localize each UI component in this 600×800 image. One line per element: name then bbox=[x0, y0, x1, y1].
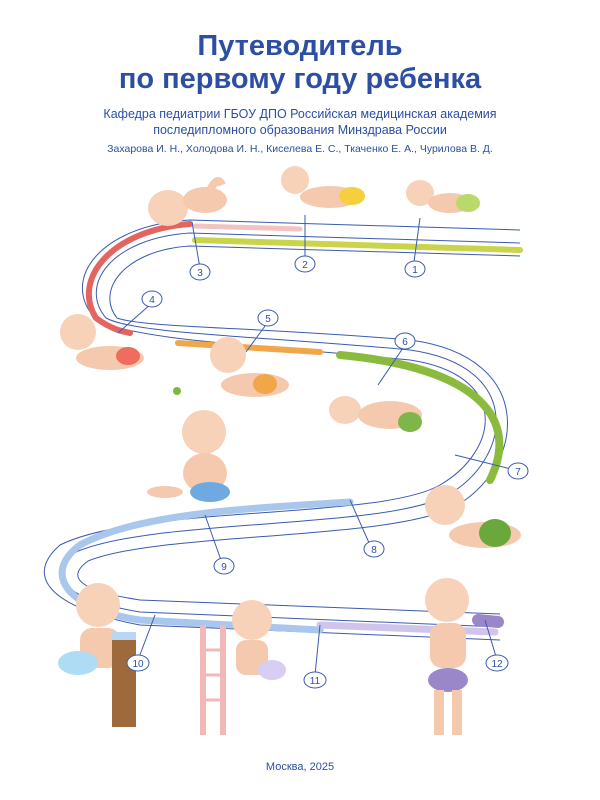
band-purple bbox=[316, 621, 499, 636]
title-line-2: по первому году ребенка bbox=[118, 63, 482, 95]
milestone-label-1: 1 bbox=[412, 265, 418, 276]
milestone-marker-8: 8 bbox=[363, 540, 385, 558]
milestone-marker-1: 1 bbox=[404, 260, 426, 278]
baby-tummy-red bbox=[60, 314, 144, 370]
baby-lying-back bbox=[148, 177, 227, 226]
baby-lying-green-2 bbox=[329, 396, 422, 432]
baby-tummy-yellow bbox=[281, 166, 365, 208]
band-red bbox=[85, 221, 193, 336]
baby-walking-ladder bbox=[200, 600, 286, 735]
milestone-label-10: 10 bbox=[132, 659, 144, 670]
milestone-label-12: 12 bbox=[491, 659, 503, 670]
page-title: Путеводитель по первому году ребенка bbox=[0, 30, 600, 96]
baby-standing-purple bbox=[425, 578, 469, 735]
footer-place-year: Москва, 2025 bbox=[265, 761, 335, 773]
milestone-marker-3: 3 bbox=[189, 263, 211, 281]
milestone-label-4: 4 bbox=[149, 295, 155, 306]
band-green bbox=[336, 351, 504, 484]
milestone-label-5: 5 bbox=[265, 314, 271, 325]
baby-crawling-green bbox=[425, 485, 521, 548]
milestone-label-6: 6 bbox=[402, 337, 408, 348]
milestone-label-8: 8 bbox=[371, 545, 377, 556]
milestone-label-2: 2 bbox=[302, 260, 308, 271]
milestone-marker-12: 12 bbox=[485, 654, 509, 672]
band-pink bbox=[192, 223, 303, 232]
milestone-marker-6: 6 bbox=[394, 332, 416, 350]
band-purple-end bbox=[472, 614, 504, 628]
age-bands bbox=[58, 221, 523, 636]
milestone-label-11: 11 bbox=[310, 676, 321, 687]
baby-standing-walker bbox=[58, 583, 136, 727]
band-yellow bbox=[192, 237, 523, 253]
subtitle-line-1: Кафедра педиатрии ГБОУ ДПО Российская ме… bbox=[103, 107, 497, 121]
milestone-label-7: 7 bbox=[515, 467, 521, 478]
milestone-marker-5: 5 bbox=[257, 309, 279, 327]
milestone-marker-10: 10 bbox=[126, 654, 150, 672]
title-line-1: Путеводитель bbox=[197, 30, 403, 62]
baby-lying-green bbox=[406, 180, 480, 213]
milestone-label-9: 9 bbox=[221, 562, 227, 573]
milestone-marker-2: 2 bbox=[294, 255, 316, 273]
milestone-marker-7: 7 bbox=[507, 462, 529, 480]
subtitle-line-2: последипломного образования Минздрава Ро… bbox=[153, 123, 447, 137]
milestone-marker-9: 9 bbox=[213, 557, 235, 575]
milestone-marker-4: 4 bbox=[141, 290, 163, 308]
road bbox=[43, 219, 521, 641]
baby-sitting-blue bbox=[147, 410, 230, 502]
subtitle: Кафедра педиатрии ГБОУ ДПО Российская ме… bbox=[0, 106, 600, 138]
milestone-label-3: 3 bbox=[197, 268, 203, 279]
baby-orange bbox=[173, 337, 289, 397]
milestone-connectors bbox=[117, 215, 516, 676]
milestone-marker-11: 11 bbox=[303, 671, 327, 689]
authors: Захарова И. Н., Холодова И. Н., Киселева… bbox=[107, 143, 493, 155]
